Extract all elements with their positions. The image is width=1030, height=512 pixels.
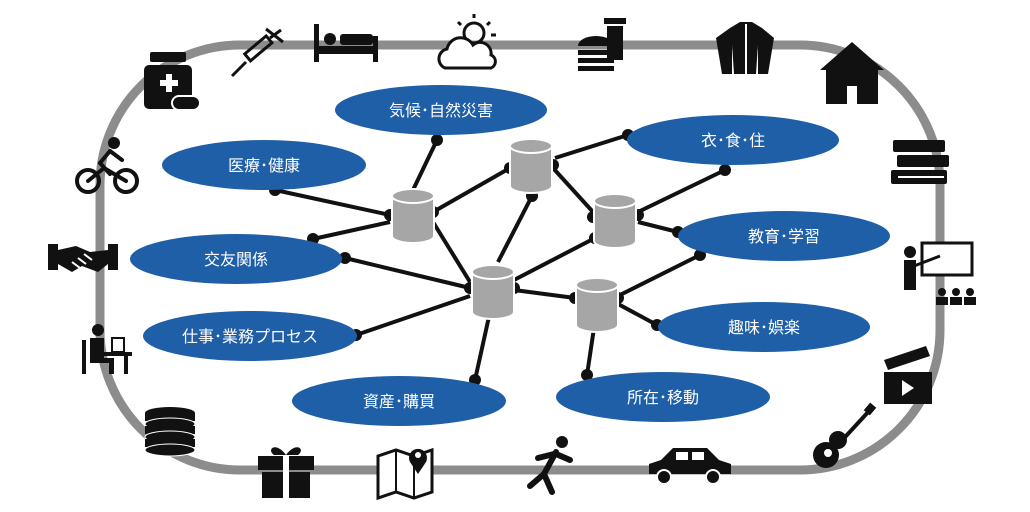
syringe-icon [230, 27, 284, 78]
jacket-icon [716, 22, 774, 74]
database-node-2 [509, 138, 553, 194]
fast-food-icon [578, 18, 626, 71]
category-label: 所在･移動 [627, 388, 699, 407]
database-node-3 [593, 193, 637, 249]
gift-icon [258, 447, 314, 498]
guitar-icon [813, 402, 877, 468]
category-shumi: 趣味･娯楽 [658, 302, 870, 352]
category-koyu: 交友関係 [130, 234, 342, 284]
runner-icon [527, 436, 573, 495]
category-label: 資産･購買 [363, 392, 435, 411]
car-icon [649, 448, 731, 485]
database-node-4 [471, 264, 515, 320]
category-shozai: 所在･移動 [556, 372, 770, 422]
books-icon [891, 140, 949, 184]
category-kyouiku: 教育･学習 [678, 211, 890, 261]
handshake-icon [48, 244, 118, 272]
category-iryou: 医療･健康 [162, 140, 366, 190]
map-icon [376, 447, 434, 501]
desk-worker-icon [82, 324, 132, 374]
category-label: 気候･自然災害 [389, 101, 493, 120]
clapperboard-icon [884, 346, 932, 404]
category-ishokuju: 衣･食･住 [627, 115, 839, 165]
category-label: 趣味･娯楽 [728, 318, 800, 337]
category-shisan: 資産･購買 [292, 376, 506, 426]
category-label: 教育･学習 [748, 227, 820, 246]
connection-lines [274, 133, 726, 381]
bed-icon [314, 24, 378, 62]
category-kikou: 気候･自然災害 [335, 85, 547, 135]
database-node-5 [575, 277, 619, 333]
teacher-icon [904, 241, 976, 305]
weather-icon [437, 14, 497, 70]
category-label: 交友関係 [204, 250, 268, 269]
category-label: 仕事･業務プロセス [182, 327, 318, 346]
coins-icon [144, 407, 196, 457]
house-icon [820, 42, 884, 104]
cyclist-icon [75, 137, 139, 194]
database-nodes [391, 138, 637, 333]
category-label: 医療･健康 [228, 156, 300, 175]
category-label: 衣･食･住 [701, 131, 765, 150]
database-node-1 [391, 188, 435, 244]
category-shigoto: 仕事･業務プロセス [143, 311, 357, 361]
medicine-icon [144, 52, 201, 111]
